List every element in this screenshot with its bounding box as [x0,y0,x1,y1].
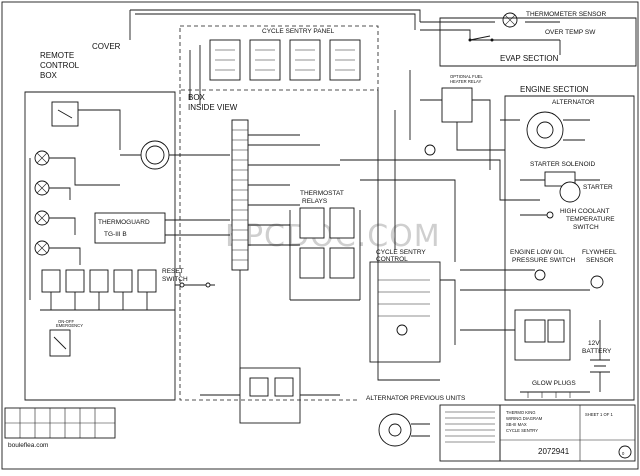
reset-switch: RESET SWITCH [162,268,215,288]
title-sheet: SHEET 1 OF 1 [585,412,614,417]
indicator-light-2 [34,180,50,196]
starter-assembly: STARTER SOLENOID STARTER [520,161,613,203]
coolant-switch-label-2: TEMPERATURE [566,216,615,223]
alternator-prev-label: ALTERNATOR PREVIOUS UNITS [366,395,466,402]
evap-section-box [439,17,637,67]
thermometer-sensor: THERMOMETER SENSOR [502,11,606,28]
alternator-label: ALTERNATOR [552,99,595,106]
thermoguard-label: THERMOGUARD [98,219,150,226]
low-oil-pressure-switch: ENGINE LOW OIL PRESSURE SWITCH [460,249,576,281]
starter-solenoid-label: STARTER SOLENOID [530,161,595,168]
cycle-sentry-control: CYCLE SENTRY CONTROL [360,179,456,363]
thermometer-sensor-label: THERMOMETER SENSOR [526,11,606,18]
thermostat-relays-label-1: THERMOSTAT [300,190,344,197]
over-temp-sw-label: OVER TEMP SW [545,29,596,36]
left-lamp-wiring [29,157,120,300]
remote-control-box [24,91,176,401]
oil-switch-label-1: ENGINE LOW OIL [510,249,564,256]
fuel-heater-relay-label-2: HEATER RELAY [450,79,481,84]
title-block: THERMO KING WIRING DIAGRAM SB-III MAX CY… [499,404,636,462]
flywheel-label-2: SENSOR [586,257,614,264]
website-label: bouleflea.com [8,442,48,449]
glow-plugs: GLOW PLUGS [520,380,590,398]
glow-plugs-label: GLOW PLUGS [532,380,576,387]
remote-box-label-1: REMOTE [40,51,74,60]
cycle-sentry-panel-label: CYCLE SENTRY PANEL [262,28,335,35]
right-vertical-wiring [340,70,540,381]
battery-label-1: 12V [588,340,600,347]
high-coolant-temp-switch: HIGH COOLANT TEMPERATURE SWITCH [520,208,615,231]
title-line-1: THERMO KING [506,410,536,415]
preheat-switch [51,101,121,150]
remote-box-label-2: CONTROL [40,61,80,70]
thermoguard-model: TG-III B [104,231,127,238]
battery: 12V BATTERY [582,320,612,392]
box-inside-view-label-1: BOX [188,93,206,102]
notes-block [439,404,501,462]
indicator-light-1 [34,150,50,166]
cycle-sentry-control-label-2: CONTROL [376,256,408,263]
relay-row [40,269,175,311]
wire-color-legend: bouleflea.com [4,407,116,449]
starter-label: STARTER [583,184,613,191]
revision-number: 0 [622,451,625,456]
title-line-2: WIRING DIAGRAM [506,416,543,421]
title-line-4: CYCLE SENTRY [506,428,538,433]
reset-switch-label-2: SWITCH [162,276,188,283]
coolant-switch-label-1: HIGH COOLANT [560,208,610,215]
reset-switch-label-1: RESET [162,268,184,275]
oil-switch-label-2: PRESSURE SWITCH [512,257,576,264]
flywheel-sensor: FLYWHEEL SENSOR [460,249,617,291]
cycle-sentry-control-label-1: CYCLE SENTRY [376,249,426,256]
alternator: ALTERNATOR [526,99,595,149]
evap-section-label: EVAP SECTION [500,54,559,63]
emergency-label-1: EMERGENCY [56,323,83,328]
terminal-strip [231,119,340,380]
title-line-3: SB-III MAX [506,422,527,427]
remote-box-label-3: BOX [40,71,58,80]
indicator-light-4 [34,240,50,256]
engine-section-label: ENGINE SECTION [520,85,589,94]
over-temp-switch: OVER TEMP SW [468,29,596,42]
indicator-light-3 [34,210,50,226]
emergency-label-2: ON-OFF [58,319,74,324]
engine-section-box [504,95,635,401]
thermostat-relays: THERMOSTAT RELAYS [289,190,361,301]
top-wiring-bus [129,9,561,55]
thermoguard-controller: THERMOGUARD TG-III B [94,212,230,244]
drawing-number: 2072941 [538,447,570,456]
thermostat-relays-label-2: RELAYS [302,198,328,205]
alternator-previous-units: ALTERNATOR PREVIOUS UNITS [366,395,466,447]
fuel-solenoid-block [460,309,571,361]
emergency-switch: EMERGENCY ON-OFF [49,319,83,357]
box-inside-view-label-2: INSIDE VIEW [188,103,238,112]
bottom-relay-box [200,367,340,424]
flywheel-label-1: FLYWHEEL [582,249,617,256]
coolant-switch-label-3: SWITCH [573,224,599,231]
optional-fuel-heater-relay: OPTIONAL FUEL HEATER RELAY [420,74,505,170]
cycle-sentry-switches [189,39,361,105]
thermometer-gauge [120,140,230,170]
cover-label: COVER [92,42,121,51]
battery-label-2: BATTERY [582,348,612,355]
fuel-heater-relay-label-1: OPTIONAL FUEL [450,74,484,79]
